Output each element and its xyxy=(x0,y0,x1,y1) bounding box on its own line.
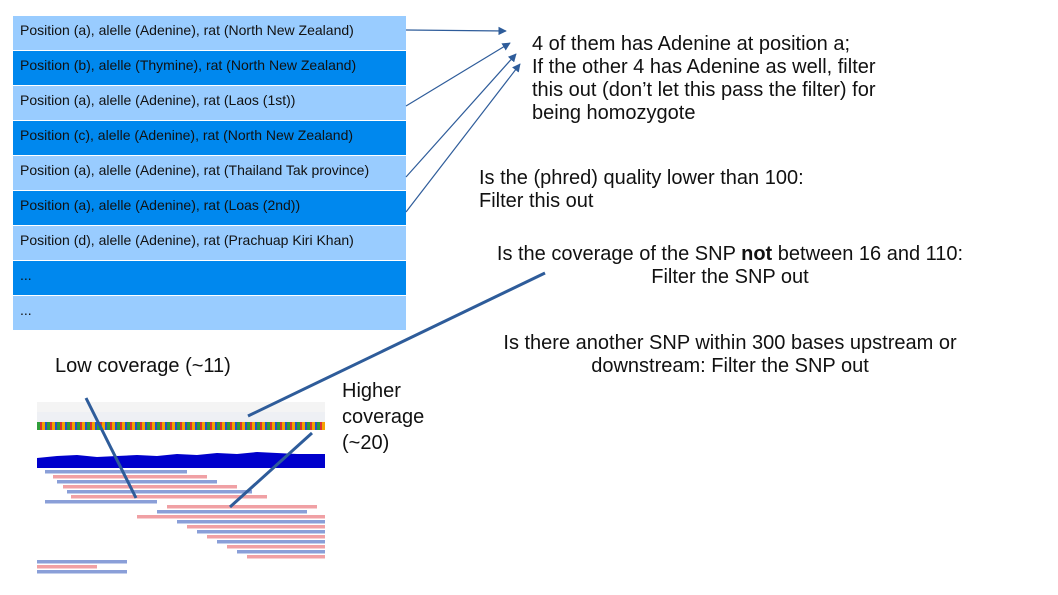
proximity-note-line: Is there another SNP within 300 bases up… xyxy=(503,332,957,354)
table-row: Position (a), alelle (Adenine), rat (Nor… xyxy=(13,16,406,51)
adenine-note-line: If the other 4 has Adenine as well, filt… xyxy=(532,56,876,78)
read-bar xyxy=(207,535,325,539)
table-row: Position (d), alelle (Adenine), rat (Pra… xyxy=(13,226,406,261)
read-bar xyxy=(45,470,187,474)
adenine-note: 4 of them has Adenine at position a; If … xyxy=(532,33,876,125)
low-coverage-pointer xyxy=(84,397,138,499)
coverage-note-text: between 16 and 110: xyxy=(772,243,964,265)
read-bar xyxy=(187,525,325,529)
arrow-row-6 xyxy=(405,63,521,213)
callout-lines xyxy=(84,271,546,509)
table-row: ... xyxy=(13,296,406,331)
arrow-row-1 xyxy=(405,26,507,36)
reads-track xyxy=(37,470,325,574)
coverage-note-text: Is the coverage of the SNP xyxy=(496,243,742,265)
proximity-note: Is there another SNP within 300 bases up… xyxy=(440,332,1020,378)
higher-coverage-line: coverage xyxy=(342,406,425,428)
read-bar xyxy=(197,530,325,534)
quality-note-line: Filter this out xyxy=(479,190,594,212)
read-bar xyxy=(137,515,325,519)
read-bar xyxy=(247,555,325,559)
read-bar xyxy=(45,500,157,504)
coverage-track xyxy=(37,452,325,468)
adenine-note-line: 4 of them has Adenine at position a; xyxy=(532,33,850,55)
table-row: Position (a), alelle (Adenine), rat (Loa… xyxy=(13,191,406,226)
sample-table: Position (a), alelle (Adenine), rat (Nor… xyxy=(13,16,406,331)
arrow-row-3 xyxy=(405,42,511,107)
higher-coverage-line: (~20) xyxy=(342,432,390,454)
coverage-note-bold: not xyxy=(741,243,773,265)
read-bar xyxy=(37,565,97,569)
quality-note-line: Is the (phred) quality lower than 100: xyxy=(479,167,804,189)
read-bar xyxy=(63,485,237,489)
higher-coverage-label: Higher coverage (~20) xyxy=(342,378,424,456)
proximity-note-line: downstream: Filter the SNP out xyxy=(591,355,869,377)
read-bar xyxy=(167,505,317,509)
read-bar xyxy=(237,550,325,554)
coverage-note-line: Filter the SNP out xyxy=(651,266,809,288)
read-bar xyxy=(37,570,127,574)
read-bar xyxy=(57,480,217,484)
table-row: Position (a), alelle (Adenine), rat (Tha… xyxy=(13,156,406,191)
genome-browser-screenshot xyxy=(37,402,325,580)
table-row: ... xyxy=(13,261,406,296)
read-bar xyxy=(53,475,207,479)
low-coverage-label: Low coverage (~11) xyxy=(55,355,231,377)
arrow-row-5 xyxy=(405,53,517,178)
table-row: Position (a), alelle (Adenine), rat (Lao… xyxy=(13,86,406,121)
adenine-note-line: being homozygote xyxy=(532,102,696,124)
read-bar xyxy=(227,545,325,549)
read-bar xyxy=(67,490,252,494)
higher-coverage-line: Higher xyxy=(342,380,401,402)
read-bar xyxy=(217,540,325,544)
coverage-note: Is the coverage of the SNP not between 1… xyxy=(440,243,1020,289)
read-bar xyxy=(37,560,127,564)
sequence-track xyxy=(37,422,325,430)
read-bar xyxy=(71,495,267,499)
read-bar xyxy=(177,520,325,524)
coverage-callout-line xyxy=(247,271,546,418)
table-row: Position (b), alelle (Thymine), rat (Nor… xyxy=(13,51,406,86)
read-bar xyxy=(157,510,307,514)
quality-note: Is the (phred) quality lower than 100: F… xyxy=(479,167,804,213)
coverage-note-line: Is the coverage of the SNP not between 1… xyxy=(440,243,1020,266)
browser-toolbar xyxy=(37,412,325,422)
higher-coverage-pointer xyxy=(228,431,314,509)
coverage-area xyxy=(37,452,325,468)
table-to-note-arrows xyxy=(405,26,521,213)
adenine-note-line: this out (don’t let this pass the filter… xyxy=(532,79,876,101)
table-row: Position (c), alelle (Adenine), rat (Nor… xyxy=(13,121,406,156)
